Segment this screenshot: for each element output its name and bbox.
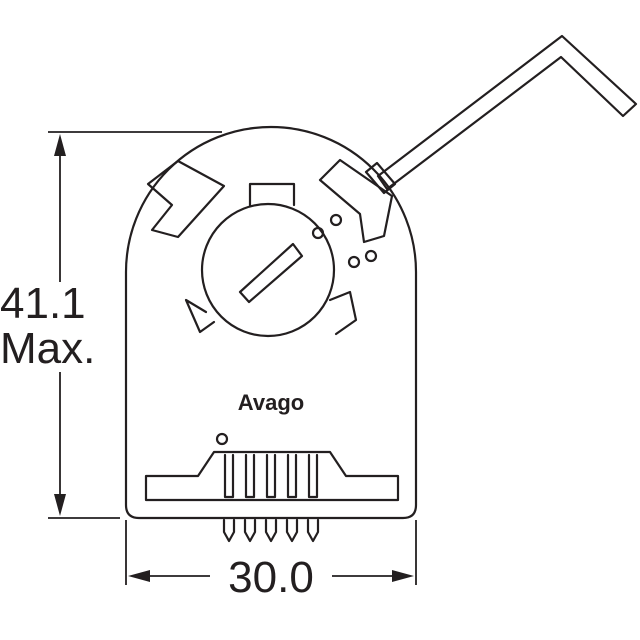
brand-logo: Avago xyxy=(238,390,304,415)
hole-1 xyxy=(329,213,343,227)
hole-4 xyxy=(364,249,378,263)
connector-recess xyxy=(144,450,400,502)
rotor xyxy=(184,182,358,338)
height-arrow-top xyxy=(54,134,66,156)
connector xyxy=(144,450,400,543)
rotor-lug-left xyxy=(184,298,216,334)
rotor-lug-top xyxy=(248,182,296,207)
pin-5-lead xyxy=(307,453,319,499)
pin-4-lead xyxy=(286,453,298,499)
width-dimension: 30.0 xyxy=(125,520,417,602)
pin-5-tip xyxy=(306,518,320,543)
hole-3 xyxy=(347,255,361,269)
pin-3-tip xyxy=(264,518,278,543)
pin-4-tip xyxy=(285,518,299,543)
pin-1-marker xyxy=(215,432,229,446)
width-arrow-right xyxy=(392,570,414,582)
pin-2-tip xyxy=(243,518,257,543)
rotor-lug-right xyxy=(328,290,358,336)
hole-2 xyxy=(311,226,325,240)
pin-1-lead xyxy=(223,453,235,499)
hex-key-body xyxy=(376,34,638,191)
height-note-label: Max. xyxy=(0,324,95,373)
rotor-slot xyxy=(238,242,304,304)
height-arrow-bottom xyxy=(54,494,66,516)
pin-3-lead xyxy=(265,453,277,499)
pin-1-tip xyxy=(222,518,236,543)
width-arrow-left xyxy=(128,570,150,582)
mounting-holes xyxy=(215,213,378,446)
housing-outline xyxy=(124,125,418,520)
left-alignment-tab xyxy=(146,159,226,239)
hex-key xyxy=(364,34,638,195)
width-value-label: 30.0 xyxy=(228,553,314,602)
height-dimension: 41.1 Max. xyxy=(0,131,222,519)
pin-2-lead xyxy=(244,453,256,499)
connector-pins xyxy=(222,453,320,543)
rotor-disc xyxy=(200,202,336,338)
right-alignment-tab xyxy=(318,158,394,244)
height-value-label: 41.1 xyxy=(0,279,86,328)
